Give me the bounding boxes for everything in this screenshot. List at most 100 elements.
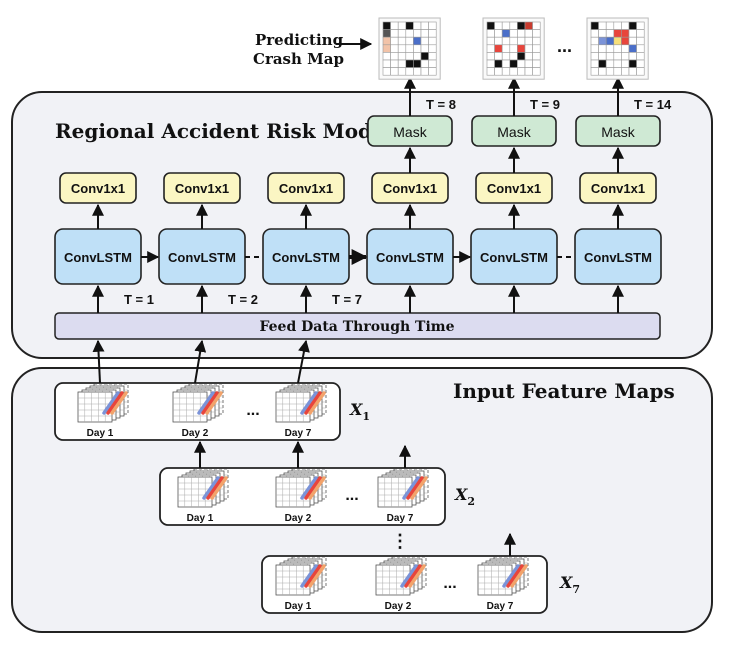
crash-map-cell <box>390 67 399 76</box>
crash-map-cell <box>405 59 414 68</box>
crash-map-cell <box>405 36 414 46</box>
crash-map-cell <box>486 59 495 68</box>
crash-map-cell <box>636 36 645 46</box>
group-variable: X <box>559 573 573 592</box>
crash-map-cell <box>486 52 495 61</box>
feed-data-label: Feed Data Through Time <box>259 319 454 335</box>
crash-map-cell <box>636 67 645 76</box>
crash-map-cell <box>613 52 622 61</box>
input-to-feed-arrow <box>297 339 310 384</box>
crash-map-cell <box>628 52 637 61</box>
feature-channel-strip <box>102 391 120 415</box>
inputs-title: Input Feature Maps <box>453 379 675 403</box>
feature-channel-strip <box>308 564 326 588</box>
crash-map-cell <box>598 67 607 76</box>
input-to-feed-arrow <box>92 339 105 384</box>
mask-label: Mask <box>601 124 635 140</box>
crash-map-cell <box>613 59 622 68</box>
crash-map-cell <box>509 67 518 76</box>
crash-map-cell <box>636 21 645 30</box>
crash-map-cell <box>524 44 533 53</box>
crash-map-cell <box>413 67 422 76</box>
group-variable-subscript: 7 <box>572 583 580 596</box>
feature-channel-strip <box>202 476 220 500</box>
crash-map-cell <box>532 67 541 76</box>
crash-map-cell <box>405 29 414 38</box>
crash-map-cell <box>494 36 503 46</box>
crash-map-cell <box>509 21 518 30</box>
crash-map-cell <box>420 44 429 53</box>
crash-map-cell <box>397 36 407 46</box>
crash-map-cell <box>413 21 422 30</box>
crash-map-cell <box>382 21 391 30</box>
crash-map-cell <box>532 52 541 61</box>
crash-map-cell <box>517 67 526 76</box>
feature-channel-strip <box>510 564 528 588</box>
crash-map-cell <box>486 36 495 46</box>
crash-map-cell <box>413 59 422 68</box>
crash-map-cell <box>397 67 407 76</box>
crash-map-cell <box>605 36 615 46</box>
conv1x1-box-2 <box>163 172 241 204</box>
convlstm-label: ConvLSTM <box>168 250 236 265</box>
feature-channel-strip <box>308 476 326 500</box>
crash-map-cell <box>413 52 422 61</box>
crash-map-cell <box>605 52 615 61</box>
crash-map-cell <box>517 36 526 46</box>
crash-map-cell <box>501 52 511 61</box>
crash-map-cell <box>509 59 518 68</box>
crash-map-cell <box>413 44 422 53</box>
feature-channel-strip <box>210 476 228 500</box>
crash-map-cell <box>397 21 407 30</box>
crash-map-cell <box>420 36 429 46</box>
crash-map-cell <box>382 36 391 46</box>
crash-map-cell <box>428 29 437 38</box>
feature-channel-strip <box>502 564 520 588</box>
crash-map-cell <box>605 21 615 30</box>
output-time-label: T = 9 <box>530 97 560 112</box>
crash-map-cell <box>428 59 437 68</box>
days-ellipsis: ... <box>345 487 358 504</box>
crash-map-cell <box>636 52 645 61</box>
feature-sheet <box>377 476 413 508</box>
crash-map-cell <box>613 67 622 76</box>
feature-channel-strip <box>110 391 128 415</box>
crash-map-cell <box>598 21 607 30</box>
feature-channel-strip <box>404 564 422 588</box>
crash-map-cell <box>621 67 630 76</box>
feature-stack <box>177 468 229 508</box>
crash-map-cell <box>382 59 391 68</box>
crash-map-cell <box>605 29 615 38</box>
crash-map-cell <box>390 29 399 38</box>
crash-map-cell <box>501 67 511 76</box>
crash-map-cell <box>509 44 518 53</box>
predicting-label-line2: Crash Map <box>253 50 344 68</box>
model-panel <box>11 91 713 359</box>
group-variable: X <box>454 485 468 504</box>
crash-map-cell <box>524 29 533 38</box>
day-label: Day 2 <box>285 513 312 524</box>
feature-stack <box>477 556 529 596</box>
crash-map-cell <box>621 29 630 38</box>
crash-map-cell <box>420 21 429 30</box>
crash-map-cell <box>494 59 503 68</box>
day-label: Day 2 <box>385 601 412 612</box>
crash-map-cell <box>405 44 414 53</box>
day-label: Day 7 <box>487 601 514 612</box>
feature-channel-strip <box>506 564 524 588</box>
crash-map-cell <box>613 36 622 46</box>
crash-map-cell <box>420 59 429 68</box>
crash-map-cell <box>590 59 599 68</box>
crash-map-cell <box>628 29 637 38</box>
feature-channel-strip <box>106 391 124 415</box>
conv1x1-label: Conv1x1 <box>279 181 333 196</box>
crash-map-cell <box>486 67 495 76</box>
crash-map-cell <box>621 52 630 61</box>
crash-map-cell <box>613 21 622 30</box>
crash-map-cell <box>628 67 637 76</box>
feature-channel-strip <box>300 564 318 588</box>
crash-map-ellipsis: ... <box>557 36 572 56</box>
input-time-label: T = 2 <box>228 292 258 307</box>
crash-map-cell <box>509 52 518 61</box>
crash-map-cell <box>621 59 630 68</box>
